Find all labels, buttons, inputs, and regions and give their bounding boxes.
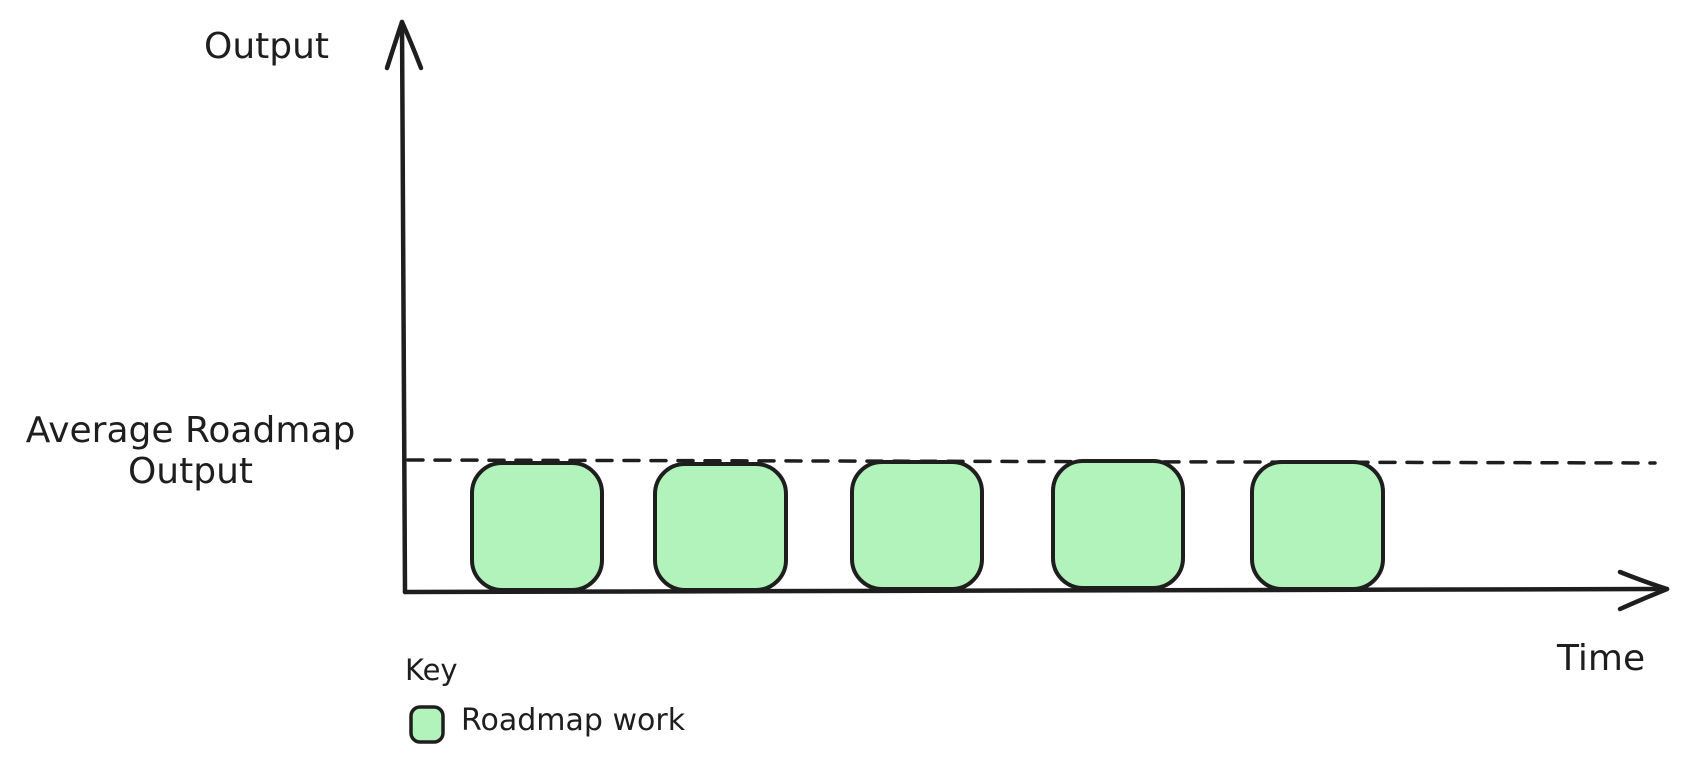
key-swatch-roadmap-work [409, 705, 445, 744]
key-item-label: Roadmap work [461, 703, 686, 738]
y-axis-line [399, 19, 408, 595]
y-axis-label: Output [204, 26, 330, 67]
roadmap-work-block-4 [1051, 459, 1185, 590]
roadmap-work-block-5 [1250, 460, 1385, 591]
x-axis-label: Time [1557, 638, 1646, 679]
roadmap-work-block-1 [470, 461, 604, 592]
average-output-dashed-line [406, 458, 1657, 465]
y-axis-arrowhead [384, 19, 424, 71]
average-line-label: Average Roadmap Output [25, 410, 356, 493]
roadmap-work-block-2 [653, 462, 788, 592]
x-axis-line [402, 586, 1670, 595]
x-axis-arrowhead [1617, 569, 1670, 612]
roadmap-work-block-3 [850, 460, 984, 591]
key-title: Key [405, 653, 458, 687]
